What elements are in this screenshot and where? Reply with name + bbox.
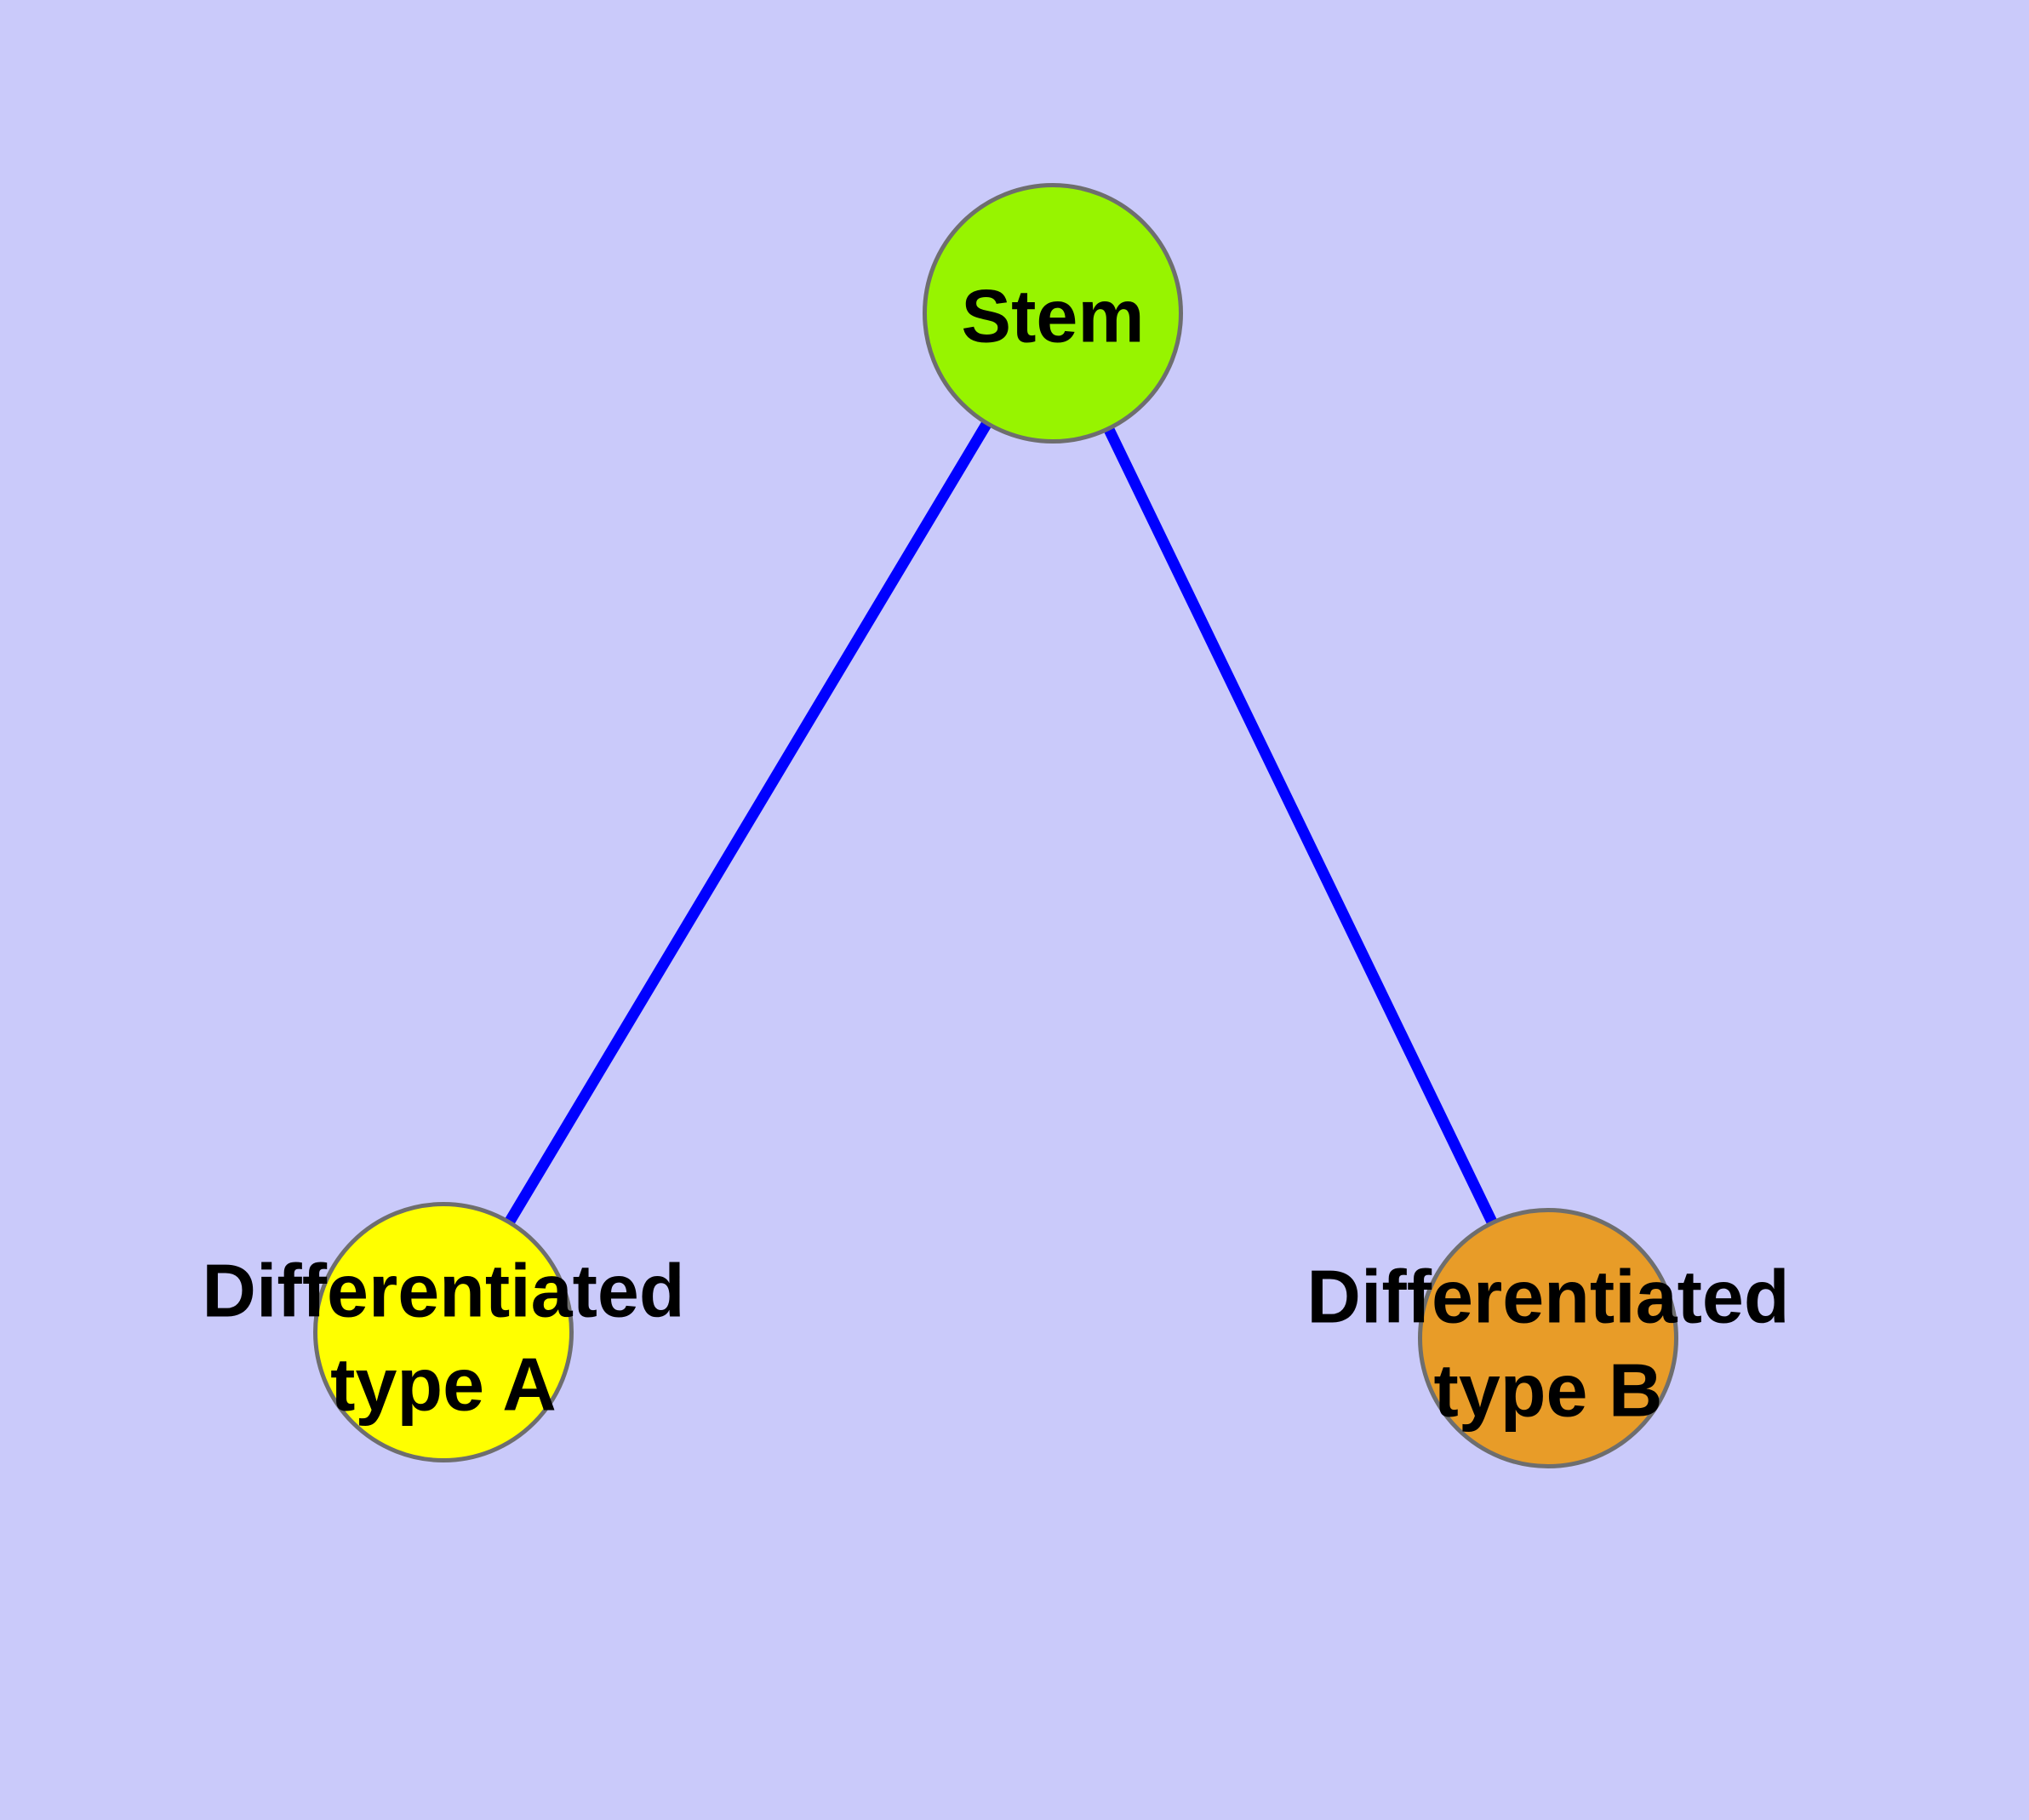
edge-stem-to-type-a	[437, 307, 1059, 1338]
node-differentiated-type-b: Differentiated type B	[1306, 1208, 1790, 1468]
node-stem-label: Stem	[961, 273, 1145, 358]
node-differentiated-type-b-label: Differentiated type B	[1306, 1254, 1790, 1433]
node-differentiated-type-a: Differentiated type A	[202, 1202, 685, 1462]
node-differentiated-type-a-label: Differentiated type A	[202, 1248, 685, 1427]
node-stem: Stem	[923, 183, 1183, 444]
edge-stem-to-type-b	[1047, 307, 1554, 1344]
